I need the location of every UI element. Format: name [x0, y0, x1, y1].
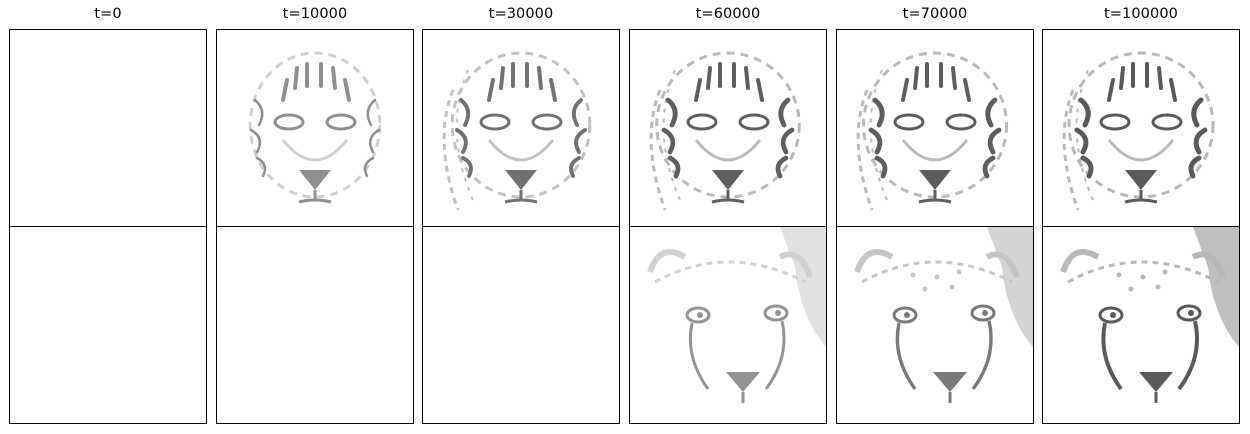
- cheetah-face-image: [217, 227, 413, 423]
- cheetah-face-panel: [9, 226, 207, 424]
- column-title: t=100000: [1104, 6, 1178, 22]
- tiger-face-panel: [216, 29, 414, 227]
- cheetah-face-image: [423, 227, 619, 423]
- tiger-face-panel: [629, 29, 827, 227]
- tiger-face-panel: [836, 29, 1034, 227]
- cheetah-face-image: [10, 227, 206, 423]
- cheetah-face-panel: [836, 226, 1034, 424]
- tiger-face-panel: [422, 29, 620, 227]
- cheetah-face-panel: [629, 226, 827, 424]
- tiger-face-image: [856, 51, 1009, 211]
- column-title: t=70000: [902, 6, 968, 22]
- cheetah-face-image: [854, 227, 1033, 403]
- cheetah-face-panel: [422, 226, 620, 424]
- tiger-face-panel: [1042, 29, 1240, 227]
- tiger-face-image: [442, 51, 592, 211]
- tiger-face-panel: [9, 29, 207, 227]
- tiger-face-image: [649, 51, 801, 211]
- cheetah-face-panel: [216, 226, 414, 424]
- cheetah-face-panel: [1042, 226, 1240, 424]
- cheetah-face-image: [647, 227, 826, 403]
- column-title: t=10000: [282, 6, 348, 22]
- column-title: t=60000: [695, 6, 761, 22]
- column-title: t=30000: [488, 6, 554, 22]
- column-title: t=0: [94, 6, 122, 22]
- cheetah-face-image: [1060, 227, 1239, 403]
- tiger-face-image: [248, 51, 382, 204]
- tiger-face-image: [1062, 51, 1215, 211]
- tiger-face-image: [10, 30, 206, 226]
